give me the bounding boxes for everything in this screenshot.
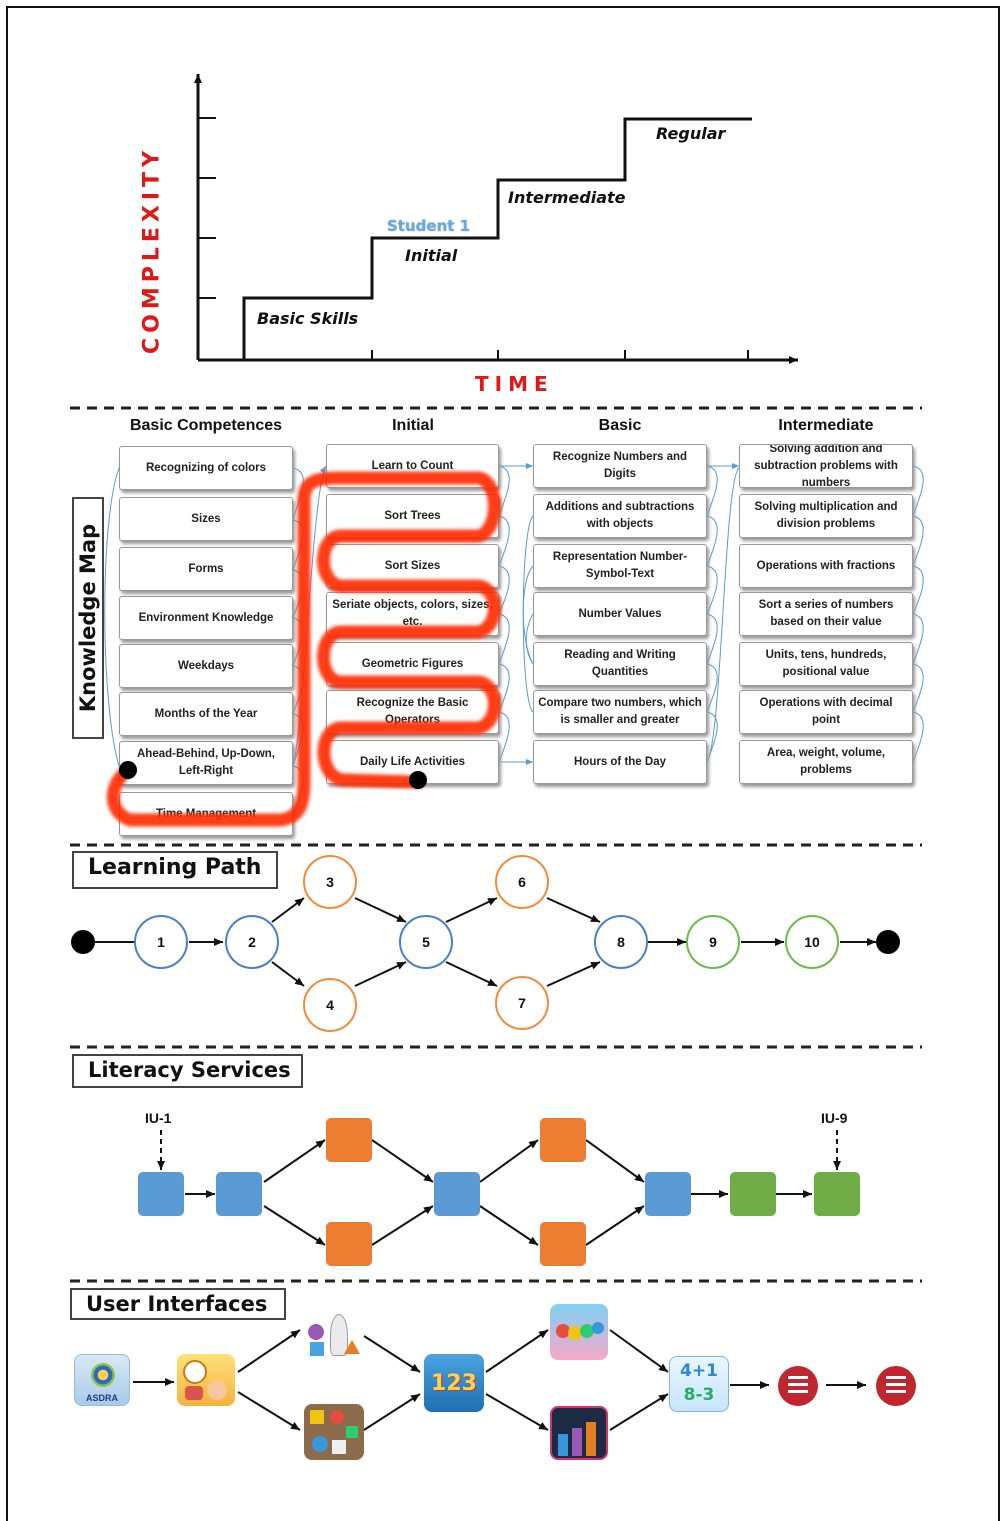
lp-node-circle: [785, 915, 839, 969]
km-item: Recognizing of colors: [119, 446, 293, 490]
math-operations-app-icon: 4+1 8-3: [669, 1356, 729, 1412]
service-block: [540, 1222, 586, 1266]
figure-frame: [6, 6, 1000, 1521]
km-item: Hours of the Day: [533, 740, 707, 784]
km-item: Ahead-Behind, Up-Down, Left-Right: [119, 741, 293, 785]
km-header-basic-competences: Basic Competences: [129, 417, 283, 434]
service-block: [138, 1172, 184, 1216]
x-axis-label: TIME: [475, 372, 554, 396]
asdra-logo-icon: ASDRA: [74, 1354, 130, 1406]
ui-arrows: [133, 1329, 866, 1431]
literacy-services-graph: [138, 1118, 860, 1266]
service-block: [434, 1172, 480, 1216]
lp-node-label: 7: [518, 995, 526, 1011]
lp-node-circle: [495, 976, 549, 1030]
x-ticks: [371, 350, 749, 360]
km-item: Recognize Numbers and Digits: [533, 444, 707, 488]
lp-node-label: 6: [518, 874, 526, 890]
lp-node-label: 1: [157, 934, 165, 950]
lp-node-circle: [686, 915, 740, 969]
level-label-initial: Initial: [405, 246, 458, 265]
list-app-icon-2: [872, 1364, 920, 1408]
km-item: Environment Knowledge: [119, 596, 293, 640]
lp-node-circle: [399, 915, 453, 969]
lp-node-label: 3: [326, 874, 334, 890]
lp-end-dot: [876, 930, 900, 954]
km-item: Sort a series of numbers based on their …: [739, 592, 913, 636]
lp-node-label: 4: [326, 997, 334, 1013]
km-item: Months of the Year: [119, 692, 293, 736]
number-blocks-app-icon: [550, 1406, 608, 1460]
learning-path-title: Learning Path: [72, 851, 278, 889]
km-header-intermediate: Intermediate: [778, 417, 874, 434]
iu-start-label: IU-1: [145, 1110, 172, 1126]
service-block: [645, 1172, 691, 1216]
km-item: Sizes: [119, 497, 293, 541]
student-marker-label: Student 1: [387, 217, 471, 235]
user-interfaces-title: User Interfaces: [70, 1288, 286, 1320]
y-ticks: [198, 117, 216, 299]
lp-start-dot: [71, 930, 95, 954]
level-label-basic-skills: Basic Skills: [257, 309, 359, 328]
service-block: [326, 1222, 372, 1266]
rocket-shapes-app-icon: [304, 1310, 360, 1364]
service-block: [326, 1118, 372, 1162]
lp-node-circle: [134, 915, 188, 969]
service-block: [540, 1118, 586, 1162]
service-block: [814, 1172, 860, 1216]
numbers-123-app-icon: 123: [424, 1354, 484, 1412]
km-header-basic: Basic: [598, 417, 642, 434]
service-block: [730, 1172, 776, 1216]
clock-kids-app-icon: [177, 1354, 235, 1406]
service-block: [216, 1172, 262, 1216]
lp-node-label: 5: [422, 934, 430, 950]
km-item: Additions and subtractions with objects: [533, 494, 707, 538]
lp-node-circle: [594, 915, 648, 969]
km-item: Area, weight, volume, problems: [739, 740, 913, 784]
knowledge-map-label: Knowledge Map: [72, 497, 104, 739]
caterpillar-numbers-app-icon: [550, 1304, 608, 1360]
shapes-board-app-icon: [304, 1404, 364, 1460]
iu-end-label: IU-9: [821, 1110, 848, 1126]
lp-node-label: 9: [709, 934, 717, 950]
km-header-initial: Initial: [392, 417, 434, 434]
section-dividers: [70, 406, 922, 1283]
km-item: Weekdays: [119, 644, 293, 688]
lp-node-circle: [495, 855, 549, 909]
stair-chart: [194, 74, 798, 364]
km-item: Forms: [119, 547, 293, 591]
list-app-icon-1: [774, 1364, 822, 1408]
learning-path-graph: 1 2 3 4 5 6 7 8 9 10: [71, 855, 900, 1032]
km-item: Units, tens, hundreds, positional value: [739, 642, 913, 686]
km-item: Solving addition and subtraction problem…: [739, 444, 913, 488]
km-item: Operations with decimal point: [739, 690, 913, 734]
literacy-services-title: Literacy Services: [72, 1054, 303, 1088]
lp-node-circle: [225, 915, 279, 969]
km-item: Representation Number-Symbol-Text: [533, 544, 707, 588]
lp-node-circle: [303, 855, 357, 909]
stair-line: [242, 117, 752, 360]
lp-node-label: 2: [248, 934, 256, 950]
km-item: Compare two numbers, which is smaller an…: [533, 690, 707, 734]
km-item: Number Values: [533, 592, 707, 636]
km-item: Solving multiplication and division prob…: [739, 494, 913, 538]
lp-node-label: 10: [804, 934, 820, 950]
lp-node-label: 8: [617, 934, 625, 950]
level-label-regular: Regular: [656, 124, 726, 143]
level-label-intermediate: Intermediate: [508, 188, 626, 207]
lp-node-circle: [303, 978, 357, 1032]
km-item: Operations with fractions: [739, 544, 913, 588]
km-item: Reading and Writing Quantities: [533, 642, 707, 686]
